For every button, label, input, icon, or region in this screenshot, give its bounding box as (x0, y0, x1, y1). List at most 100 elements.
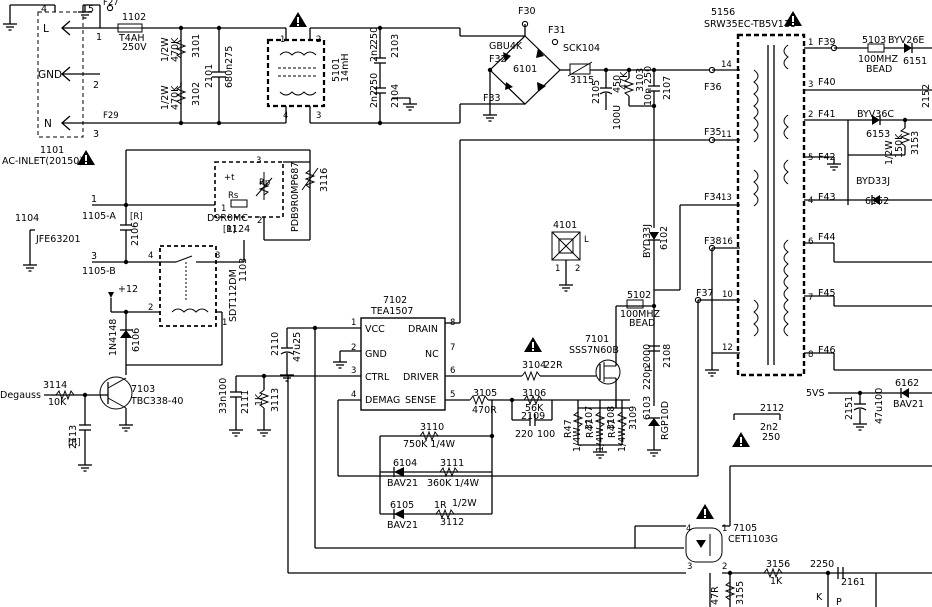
ptc-pin1: 1 (221, 204, 226, 214)
tp-f43: F43 (818, 192, 836, 203)
tp-f45: F45 (818, 288, 836, 299)
ic7102-n3: 3 (351, 366, 356, 376)
warning-icon (696, 504, 714, 519)
inlet-label-l: L (43, 23, 49, 35)
net-2152: 2152 (921, 84, 932, 108)
plus12-label: +12 (118, 284, 138, 295)
ptc-pin3: 3 (256, 156, 261, 166)
sck104 (569, 63, 591, 75)
j1105b-pin: 3 (91, 251, 97, 262)
r3103-value: 47K (619, 71, 630, 90)
d6103-type: RGP10D (660, 401, 671, 440)
ic4101-pin2: 2 (575, 264, 580, 274)
c2112-v: 250 (762, 432, 780, 443)
mosfet-7101 (595, 359, 621, 385)
tp-f38: F38 (704, 236, 722, 247)
opto-pin3: 3 (687, 562, 692, 572)
ic4101-pin1: 1 (555, 264, 560, 274)
c2105-ref: 2105 (591, 80, 602, 104)
c2108-ref: 2108 (662, 344, 673, 368)
bridge-6101 (489, 35, 561, 105)
c2103-ref: 2103 (390, 34, 401, 58)
c2112-ref: 2112 (760, 403, 784, 414)
c2113-ref: 2113 (68, 425, 79, 449)
r3155-value: 47R (710, 586, 721, 605)
opto-pin1: 1 (722, 524, 727, 534)
tp-f44: F44 (818, 232, 836, 243)
r3112-value: 1R (434, 500, 447, 511)
r3112-power: 1/2W (452, 498, 477, 509)
bead5103-tag: BEAD (866, 64, 892, 75)
r3116-ref: 3116 (319, 168, 330, 192)
r3105-ref: 3105 (473, 388, 497, 399)
r3111-value: 360K 1/4W (427, 478, 480, 489)
xfmr-pin10: 10 (722, 290, 733, 300)
r3106-ref: 3106 (522, 388, 546, 399)
sck-ref: SCK104 (563, 43, 600, 54)
j1104-name: JFE63201 (35, 234, 81, 245)
c2107-value: 10n (643, 88, 654, 106)
tp-f41: F41 (818, 109, 836, 120)
d6102-type: BYD33J (642, 224, 653, 258)
r3101-ref: 3101 (191, 34, 202, 58)
opto-ref: 7105 (733, 523, 757, 534)
r3153-power: 1/2W (884, 140, 895, 165)
c2106-value: [R] (130, 212, 143, 222)
r3156-ref: 3156 (766, 559, 790, 570)
xfmr-pin13: 13 (721, 193, 732, 203)
q7101-type: SSS7N60B (569, 345, 619, 356)
r3107-value: R47 (563, 419, 574, 438)
relay-pin4: 4 (148, 251, 153, 261)
xfmr-pin14: 14 (721, 60, 732, 70)
r3112-ref: 3112 (440, 517, 464, 528)
opto-type: CET1103G (728, 534, 778, 545)
r3153-value: 150K (894, 133, 905, 158)
opto-pin2: 2 (722, 562, 727, 572)
tp-f36: F36 (704, 82, 722, 93)
c2109-value: 220 (515, 429, 533, 440)
d6153-ref: 6153 (866, 129, 890, 140)
r3108-value: R47 (585, 419, 596, 438)
r3110-value: 750K 1/4W (403, 439, 456, 450)
tp-f27: F27 (103, 0, 119, 8)
r3102-ref: 3102 (191, 82, 202, 106)
d6104-ref: 6104 (393, 458, 417, 469)
fuse-ref: 1102 (122, 12, 146, 23)
r3113-ref: 3113 (270, 388, 281, 412)
ic4101-ref: 4101 (553, 220, 577, 231)
j1105b-label: 1105-B (82, 266, 116, 277)
inlet-pin3: 3 (93, 129, 99, 140)
ic7102-drain: DRAIN (408, 324, 438, 335)
warning-icon (289, 12, 307, 27)
d6103-ref: 6103 (642, 396, 653, 420)
xfmr-pin16: 16 (722, 237, 733, 247)
r3105-value: 470R (472, 405, 497, 416)
ic7102-n2: 2 (351, 343, 356, 353)
c2113-value: [R] (68, 438, 81, 448)
c2110-ref: 2110 (270, 332, 281, 356)
r3101-power: 1/2W (160, 37, 171, 62)
xfmr-pin12: 12 (722, 343, 733, 353)
bead5102-tag: BEAD (629, 318, 655, 329)
ptc-pin2: 2 (257, 216, 262, 226)
ic7102-n1: 1 (351, 318, 356, 328)
tp-f30: F30 (518, 6, 536, 17)
r3102-value: 470K (170, 85, 181, 110)
xfmr-pin7: 7 (808, 293, 813, 303)
net-5vs: 5VS (806, 388, 825, 399)
ic7102-n5: 5 (450, 390, 455, 400)
xfmr-pin11: 11 (721, 130, 732, 140)
relay-type: SDT112DM (228, 269, 239, 322)
ic7102-nc: NC (425, 349, 439, 360)
r3104-ref: 3104 (522, 360, 546, 371)
ic7102-gnd: GND (365, 349, 387, 360)
d6105-ref: 6105 (390, 500, 414, 511)
xfmr-ref: 5156 (711, 7, 735, 18)
svg-text:3: 3 (316, 111, 321, 121)
r3108-ref: 3108 (606, 406, 617, 430)
c2105-value: 100U (612, 105, 623, 130)
svg-text:4: 4 (283, 111, 288, 121)
d6105-type: BAV21 (387, 520, 418, 531)
ptc-rs: Rs (228, 191, 239, 201)
xfmr-pin3: 3 (808, 80, 813, 90)
